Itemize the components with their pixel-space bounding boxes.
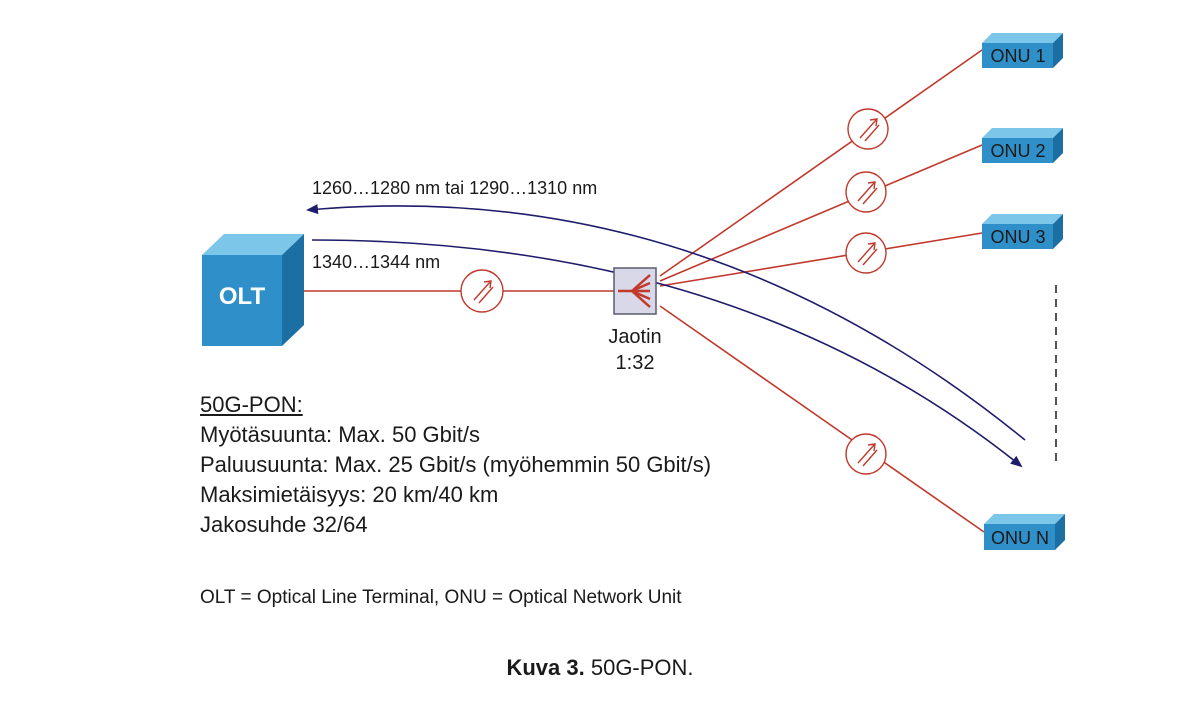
spec-line: Paluusuunta: Max. 25 Gbit/s (myöhemmin 5… bbox=[200, 452, 712, 477]
specs-block: 50G-PON: Myötäsuunta: Max. 50 Gbit/s Pal… bbox=[200, 390, 711, 540]
onu-n-box: ONU N bbox=[984, 514, 1065, 550]
splitter-name: Jaotin bbox=[608, 326, 662, 348]
figure-caption: Kuva 3. 50G-PON. bbox=[0, 655, 1200, 681]
spec-line: Myötäsuunta: Max. 50 Gbit/s bbox=[200, 422, 481, 447]
fiber-lines bbox=[302, 49, 985, 533]
fiber-onu-3 bbox=[659, 232, 983, 287]
caption-prefix: Kuva 3. bbox=[506, 655, 585, 680]
signal-icon bbox=[460, 269, 504, 313]
onu-3-box: ONU 3 bbox=[982, 214, 1063, 249]
onu-1-label: ONU 1 bbox=[990, 46, 1045, 66]
olt-box: OLT bbox=[202, 234, 304, 346]
spec-line: Maksimietäisyys: 20 km/40 km bbox=[200, 482, 499, 507]
abbreviation-legend: OLT = Optical Line Terminal, ONU = Optic… bbox=[200, 587, 682, 608]
olt-label: OLT bbox=[219, 283, 266, 310]
splitter-icon bbox=[618, 274, 651, 308]
onu-3-label: ONU 3 bbox=[990, 227, 1045, 247]
specs-heading: 50G-PON: bbox=[200, 392, 303, 417]
upstream-wavelength-label: 1260…1280 nm tai 1290…1310 nm bbox=[312, 178, 598, 198]
onu-2-label: ONU 2 bbox=[990, 141, 1045, 161]
fiber-onu-1 bbox=[659, 49, 983, 277]
caption-text: 50G-PON. bbox=[590, 655, 694, 680]
onu-2-box: ONU 2 bbox=[982, 128, 1063, 163]
signal-icon bbox=[847, 108, 889, 150]
splitter bbox=[613, 267, 657, 315]
onu-n-label: ONU N bbox=[991, 528, 1049, 548]
spec-line: Jakosuhde 32/64 bbox=[200, 512, 368, 537]
fiber-onu-n bbox=[659, 305, 985, 533]
signal-icon bbox=[845, 232, 887, 274]
signal-icon bbox=[845, 171, 887, 213]
onu-1-box: ONU 1 bbox=[982, 33, 1063, 68]
signal-icon bbox=[845, 433, 887, 475]
downstream-arrow bbox=[311, 239, 1023, 468]
downstream-wavelength-label: 1340…1344 nm bbox=[312, 252, 441, 272]
fiber-onu-2 bbox=[659, 144, 983, 282]
signal-icons bbox=[460, 108, 889, 475]
upstream-arrow bbox=[306, 204, 1026, 441]
splitter-label: Jaotin 1:32 bbox=[580, 324, 690, 376]
splitter-ratio: 1:32 bbox=[615, 352, 655, 374]
